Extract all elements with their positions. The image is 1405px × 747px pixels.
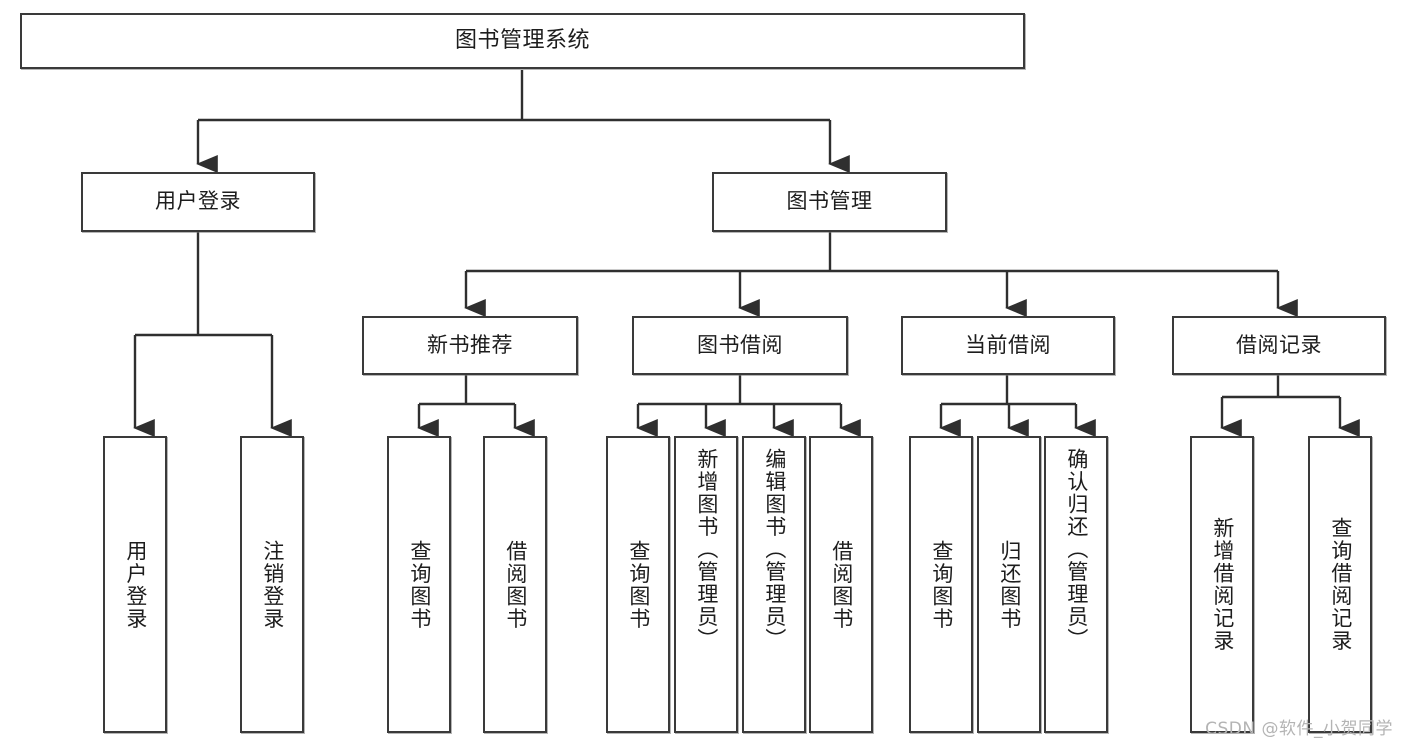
node-leaf-query-book-current[interactable]: 查询图书 [909,436,973,733]
node-leaf-query-borrow-record[interactable]: 查询借阅记录 [1308,436,1372,733]
node-leaf-add-book-admin[interactable]: 新增图书（管理员） [674,436,738,733]
node-label: 图书管理 [786,189,873,214]
node-new-book-recommend[interactable]: 新书推荐 [362,316,578,375]
node-label: 新增借阅记录 [1210,517,1235,652]
node-book-management[interactable]: 图书管理 [712,172,947,232]
node-label: 查询图书 [626,539,651,630]
node-label: 确认归还（管理员） [1064,448,1089,651]
node-leaf-return-book[interactable]: 归还图书 [977,436,1041,733]
node-leaf-borrow-book[interactable]: 借阅图书 [809,436,873,733]
node-leaf-borrow-book-recommend[interactable]: 借阅图书 [483,436,547,733]
node-leaf-user-login[interactable]: 用户登录 [103,436,167,733]
node-label: 新增图书（管理员） [694,448,719,651]
csdn-watermark: CSDN @软件_小贺同学 [1205,719,1393,739]
node-label: 注销登录 [260,539,285,630]
node-label: 归还图书 [997,539,1022,630]
node-leaf-add-borrow-record[interactable]: 新增借阅记录 [1190,436,1254,733]
node-label: 编辑图书（管理员） [762,448,787,651]
node-label: 借阅记录 [1236,332,1322,357]
node-borrow-record[interactable]: 借阅记录 [1172,316,1386,375]
node-leaf-user-logout[interactable]: 注销登录 [240,436,304,733]
node-leaf-query-book-borrow[interactable]: 查询图书 [606,436,670,733]
node-label: 图书借阅 [697,332,783,357]
node-root-book-management-system[interactable]: 图书管理系统 [20,13,1025,69]
node-book-borrow[interactable]: 图书借阅 [632,316,848,375]
node-label: 图书管理系统 [454,27,590,53]
node-label: 查询图书 [929,539,954,630]
node-label: 借阅图书 [503,539,528,630]
node-label: 当前借阅 [965,332,1051,357]
node-label: 查询借阅记录 [1328,517,1353,652]
node-leaf-confirm-return-admin[interactable]: 确认归还（管理员） [1044,436,1108,733]
node-leaf-edit-book-admin[interactable]: 编辑图书（管理员） [742,436,806,733]
node-label: 用户登录 [123,539,148,630]
node-current-borrow[interactable]: 当前借阅 [901,316,1115,375]
node-label: 借阅图书 [829,539,854,630]
node-user-login[interactable]: 用户登录 [81,172,315,232]
node-label: 用户登录 [155,189,241,214]
node-label: 查询图书 [407,539,432,630]
node-leaf-query-book-recommend[interactable]: 查询图书 [387,436,451,733]
node-label: 新书推荐 [427,332,513,357]
